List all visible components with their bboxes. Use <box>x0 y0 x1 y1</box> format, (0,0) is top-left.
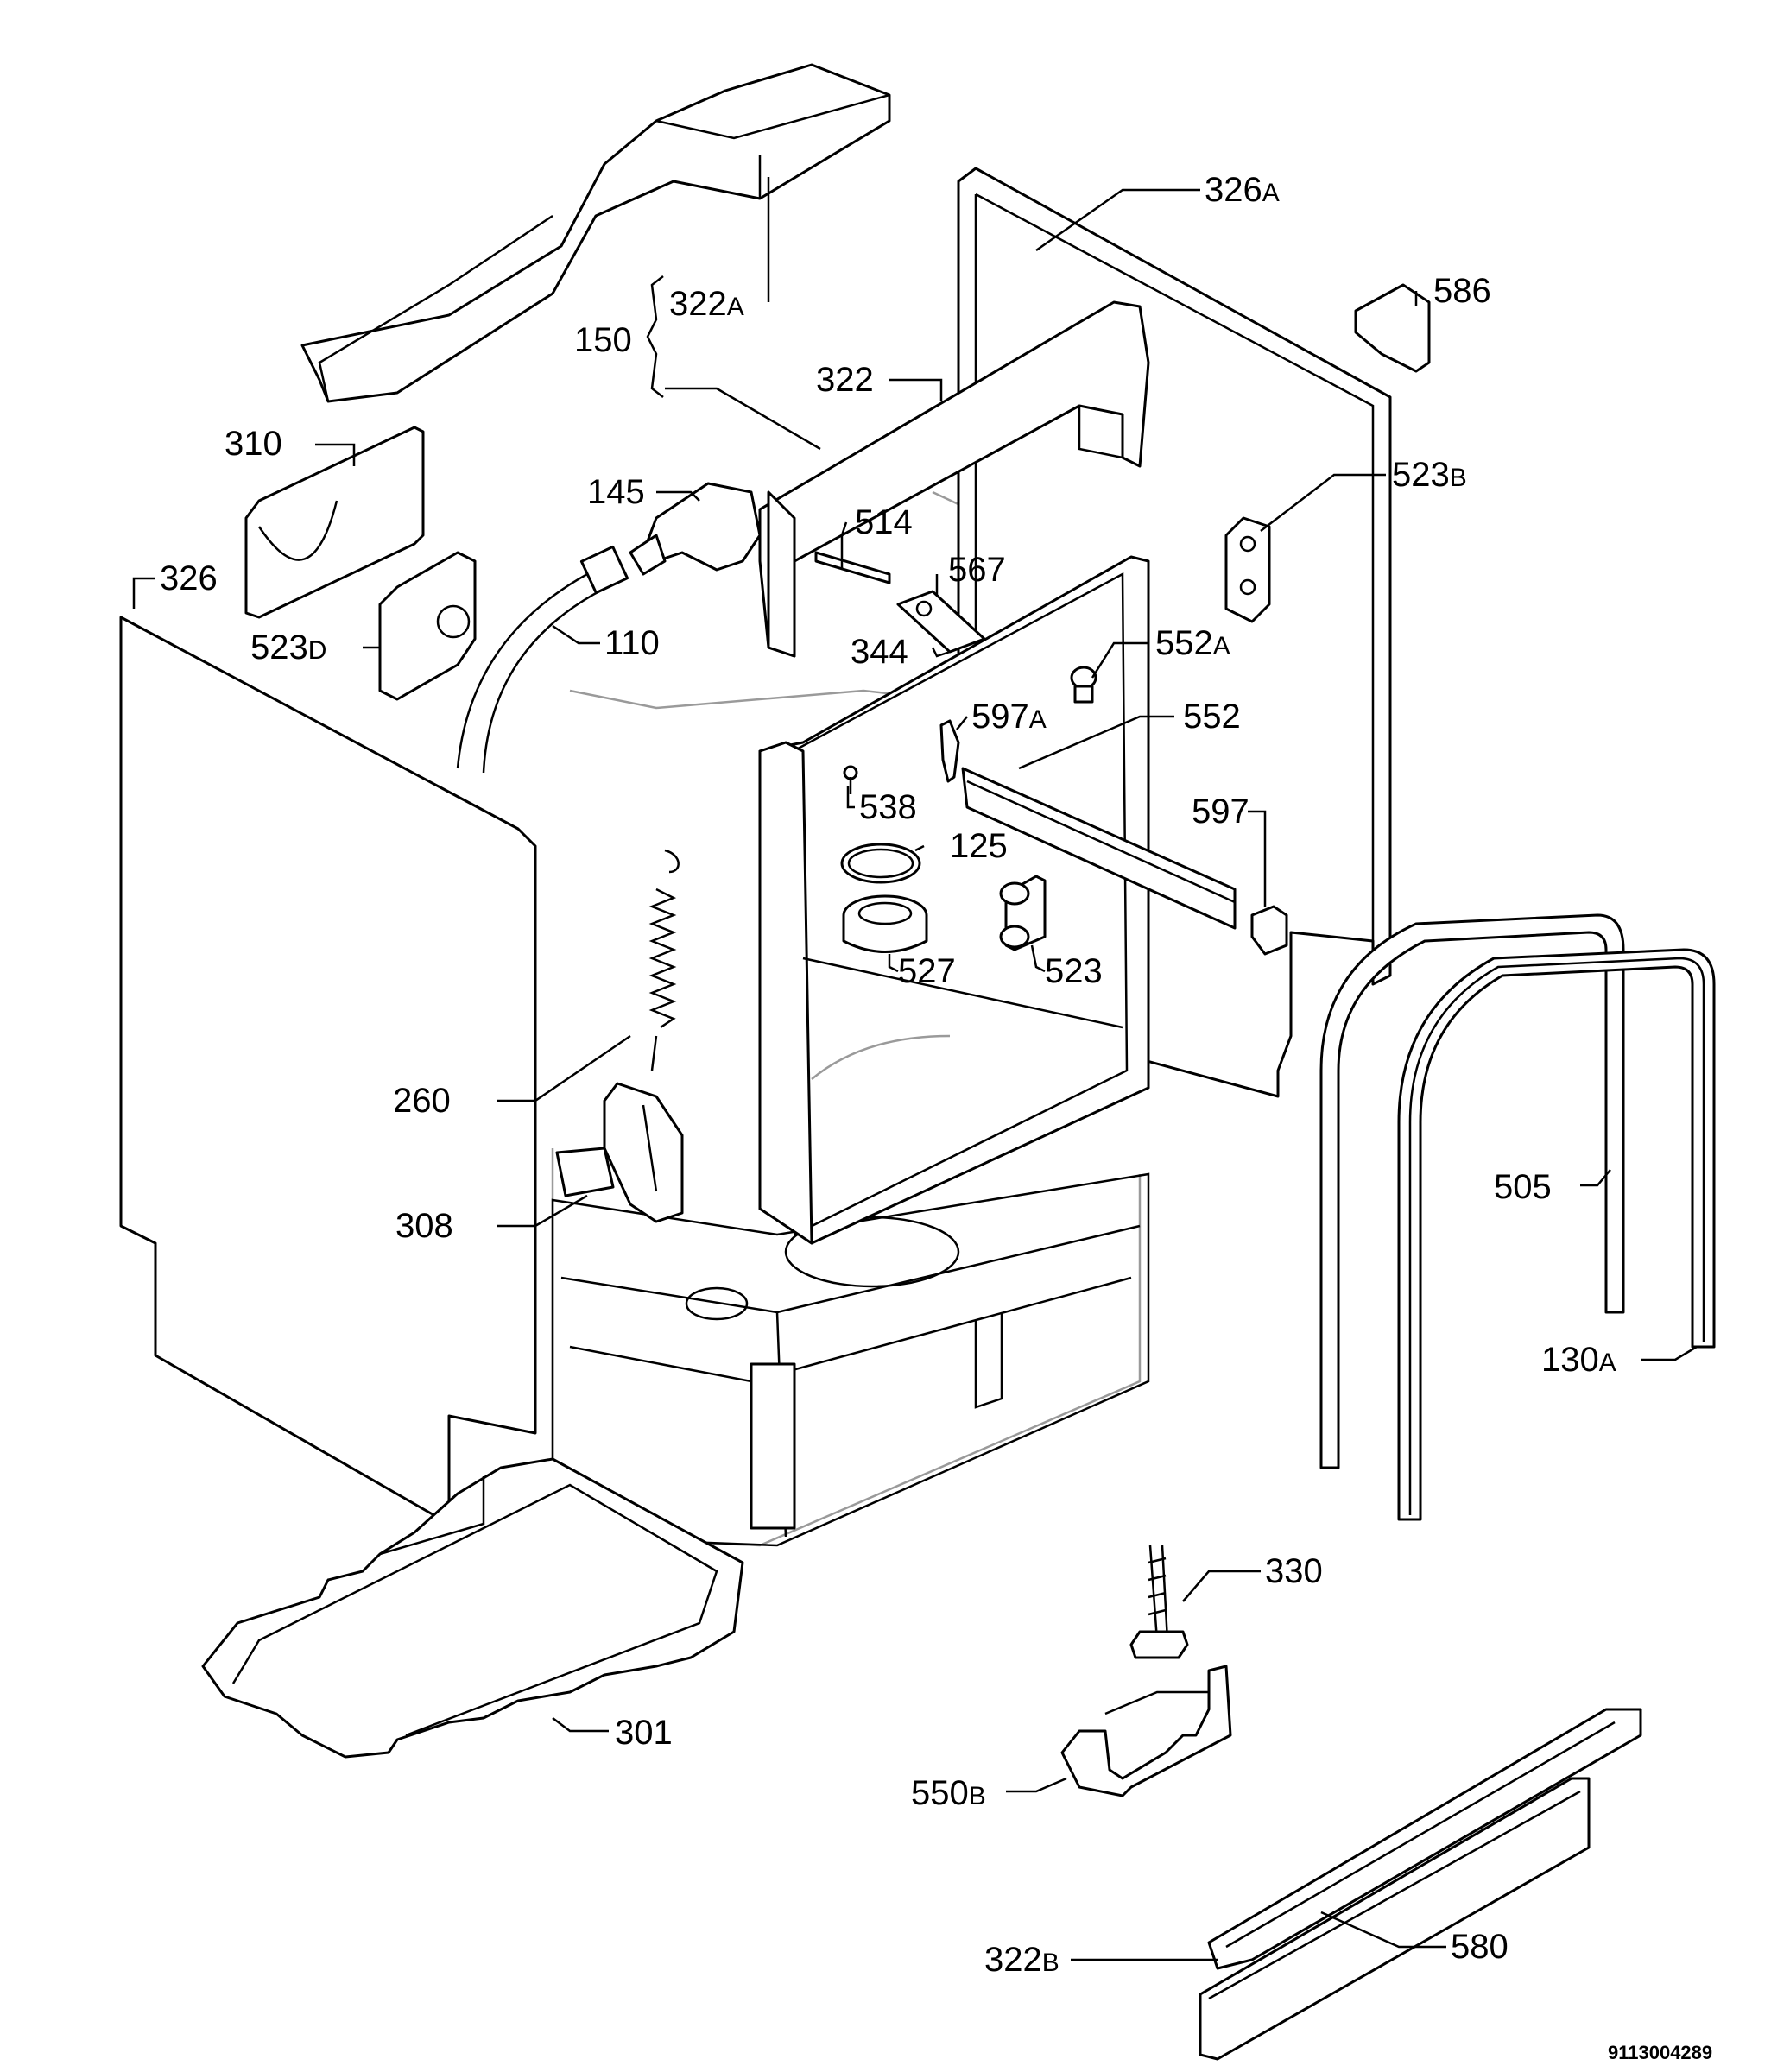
rail-322b <box>1207 1708 1642 1970</box>
callout-260: 260 <box>393 1082 451 1120</box>
callout-326a: 326A <box>1205 171 1280 209</box>
callout-130a: 130A <box>1541 1341 1616 1379</box>
bolt-514 <box>814 551 891 584</box>
nozzle-145 <box>629 482 762 576</box>
callout-330: 330 <box>1265 1552 1323 1590</box>
callout-110: 110 <box>604 624 660 662</box>
hinge-308 <box>555 1082 684 1223</box>
callout-308: 308 <box>395 1207 453 1245</box>
callout-322: 322 <box>816 361 874 399</box>
callout-322a: 322A <box>669 285 744 323</box>
callout-523b: 523B <box>1392 456 1467 494</box>
top-bracket-322a <box>300 63 891 403</box>
callout-538: 538 <box>859 788 917 826</box>
box-523d <box>378 551 477 701</box>
tub-frame <box>758 555 1150 1245</box>
cabinet-body <box>551 490 1150 1547</box>
callout-310: 310 <box>225 425 282 463</box>
callout-597: 597 <box>1192 793 1249 831</box>
cover-310 <box>244 426 425 619</box>
callout-322b: 322B <box>984 1941 1059 1979</box>
screw-538 <box>843 765 858 794</box>
rail-552 <box>961 767 1237 930</box>
callout-326: 326 <box>160 559 218 597</box>
ring-125 <box>840 843 921 884</box>
strip-580 <box>1199 1777 1591 2061</box>
callout-523: 523 <box>1045 952 1103 990</box>
plinth-301 <box>201 1457 744 1759</box>
callout-586: 586 <box>1433 272 1491 310</box>
callout-514: 514 <box>855 503 913 541</box>
bracket-586 <box>1354 283 1431 373</box>
callout-301: 301 <box>615 1714 673 1752</box>
callout-145: 145 <box>587 473 645 511</box>
gasket-505 <box>1319 913 1625 1469</box>
foot-330 <box>1129 1545 1189 1659</box>
spring-260 <box>648 849 680 1071</box>
callout-552: 552 <box>1183 698 1241 736</box>
callout-597a: 597A <box>971 698 1047 736</box>
pin-597a <box>939 719 960 783</box>
clip-597 <box>1250 905 1288 956</box>
callout-552a: 552A <box>1155 624 1230 662</box>
gasket-130a <box>1397 948 1716 1521</box>
callout-580: 580 <box>1451 1928 1509 1966</box>
nut-527 <box>842 894 928 953</box>
bracket-550b <box>1060 1665 1232 1797</box>
callout-567: 567 <box>948 551 1006 589</box>
callout-527: 527 <box>898 952 956 990</box>
callout-550b: 550B <box>911 1774 986 1812</box>
door-panel-326 <box>119 616 537 1526</box>
cap-523b <box>1224 516 1271 623</box>
hose-110 <box>456 545 629 774</box>
callout-125: 125 <box>950 827 1008 865</box>
callout-150: 150 <box>574 321 632 359</box>
leader-lines <box>132 177 1698 1961</box>
upper-frame-322 <box>758 300 1150 658</box>
callout-344: 344 <box>851 633 908 671</box>
knob-552a <box>1070 666 1097 704</box>
reference-number: 9113004289 <box>1608 2042 1712 2063</box>
connector-523 <box>999 875 1047 951</box>
callout-523d: 523D <box>250 629 326 666</box>
callout-labels: 326A 586 322A 150 322 310 145 523B 514 3… <box>160 171 1712 2063</box>
callout-505: 505 <box>1494 1168 1552 1206</box>
